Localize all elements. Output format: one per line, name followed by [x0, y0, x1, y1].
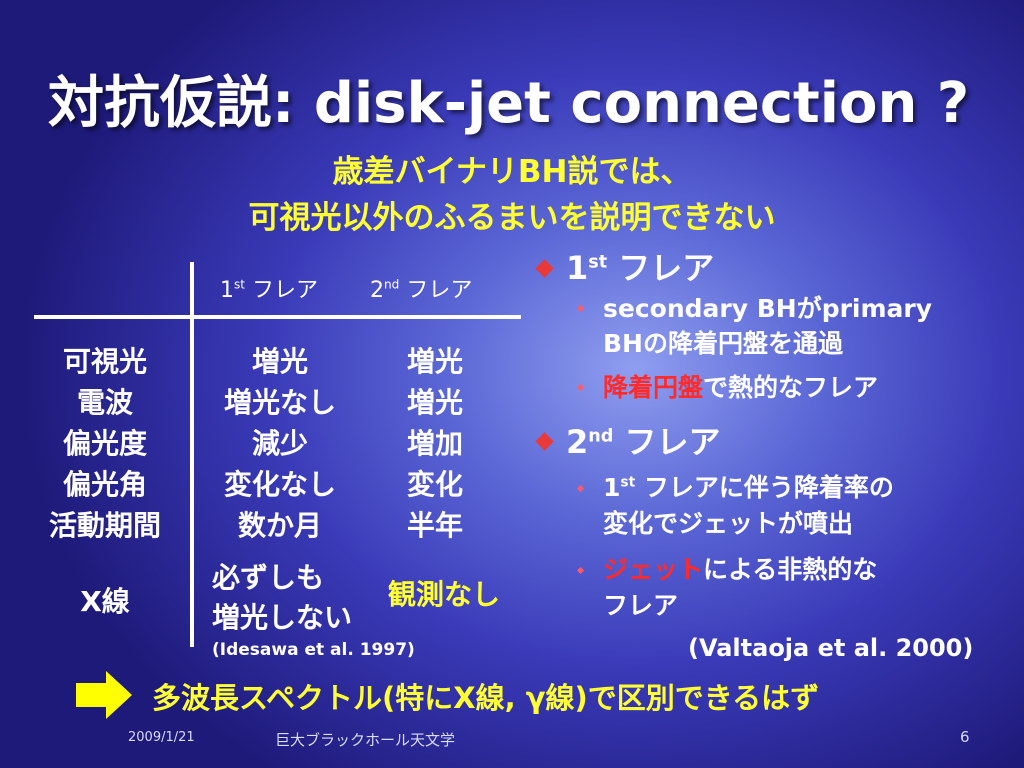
- row-label-polarization-angle: 偏光角: [62, 468, 147, 501]
- footer-date: 2009/1/21: [128, 730, 195, 745]
- table-horizontal-divider: [34, 315, 521, 319]
- bullet-second-flare: 2nd フレア: [566, 423, 721, 461]
- footer-title: 巨大ブラックホール天文学: [275, 731, 456, 749]
- bullet-second-flare-sub2-line2: フレア: [603, 591, 679, 620]
- subtitle-line2: 可視光以外のふるまいを説明できない: [248, 200, 776, 236]
- row-label-activity-period: 活動期間: [48, 509, 161, 542]
- cell-radio-second: 増光: [406, 386, 463, 419]
- cell-radio-first: 増光なし: [223, 386, 336, 419]
- conclusion-text: 多波長スペクトル(特にX線, γ線)で区別できるはず: [152, 681, 820, 715]
- table-header-first-flare: 1st フレア: [220, 277, 319, 303]
- bullet-second-flare-sub1-line2: 変化でジェットが噴出: [603, 509, 854, 538]
- bullet-second-flare-sub2-line1: ジェットによる非熱的な: [603, 555, 878, 584]
- diamond-bullet-icon: [535, 259, 554, 278]
- slide-title: 対抗仮説: disk-jet connection ?: [48, 71, 970, 136]
- cell-xray-first-line1: 必ずしも: [212, 561, 325, 594]
- cell-activity-period-second: 半年: [406, 509, 463, 542]
- cell-visible-first: 増光: [251, 345, 308, 378]
- cell-xray-second: 観測なし: [388, 578, 501, 611]
- xray-citation: (Idesawa et al. 1997): [212, 640, 415, 660]
- cell-polarization-degree-second: 増加: [406, 427, 463, 460]
- bullet-first-flare: 1st フレア: [566, 249, 715, 287]
- small-diamond-bullet-icon: [576, 304, 585, 313]
- footer-page-number: 6: [960, 728, 970, 746]
- cell-polarization-angle-first: 変化なし: [223, 468, 336, 501]
- cell-polarization-angle-second: 変化: [406, 468, 463, 501]
- diamond-bullet-icon: [535, 432, 554, 451]
- subtitle-line1: 歳差バイナリBH説では、: [332, 154, 692, 190]
- valtaoja-citation: (Valtaoja et al. 2000): [688, 634, 974, 662]
- table-header-second-flare: 2nd フレア: [370, 277, 473, 303]
- cell-polarization-degree-first: 減少: [251, 427, 308, 460]
- row-label-polarization-degree: 偏光度: [62, 427, 147, 460]
- row-label-radio: 電波: [76, 386, 133, 419]
- small-diamond-bullet-icon: [576, 484, 585, 493]
- bullet-first-flare-sub1-line2: BHの降着円盤を通過: [603, 329, 843, 358]
- row-label-visible: 可視光: [62, 345, 147, 378]
- row-label-xray: X線: [80, 585, 130, 618]
- small-diamond-bullet-icon: [576, 383, 585, 392]
- table-vertical-divider: [190, 262, 194, 647]
- bullet-second-flare-sub1-line1: 1st フレアに伴う降着率の: [603, 473, 894, 502]
- cell-activity-period-first: 数か月: [237, 509, 322, 542]
- right-arrow-icon: [76, 671, 132, 719]
- cell-xray-first-line2: 増光しない: [212, 601, 353, 634]
- bullet-first-flare-sub2: 降着円盤で熱的なフレア: [603, 373, 879, 402]
- small-diamond-bullet-icon: [576, 566, 585, 575]
- bullet-first-flare-sub1-line1: secondary BHがprimary: [603, 294, 933, 323]
- cell-visible-second: 増光: [406, 345, 463, 378]
